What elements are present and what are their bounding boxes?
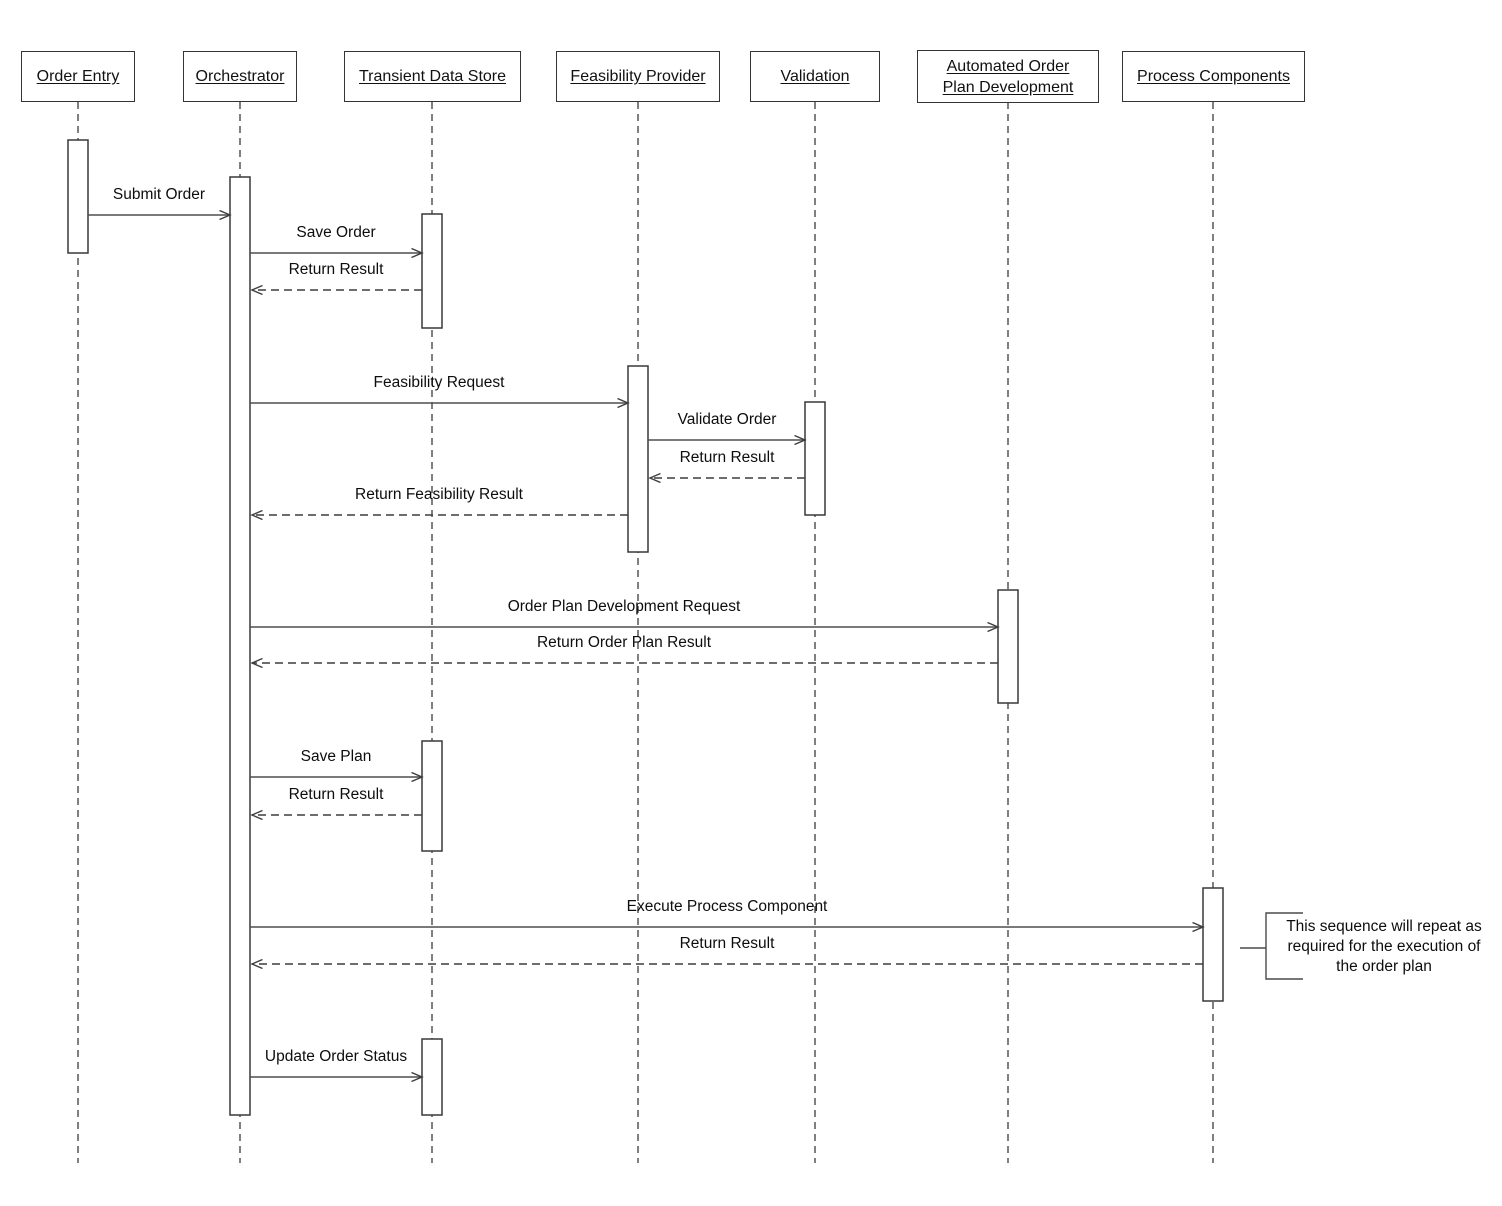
message-label-return-result-validate: Return Result <box>679 449 775 466</box>
activation-validation <box>804 401 826 516</box>
message-label-save-order: Save Order <box>296 224 376 241</box>
actor-label-transient-data-store: Transient Data Store <box>358 68 507 85</box>
annotation-line-1: This sequence will repeat as <box>1286 918 1482 935</box>
message-label-feasibility-request: Feasibility Request <box>373 374 505 391</box>
actor-label-validation: Validation <box>780 68 850 85</box>
activation-order-entry <box>67 139 89 254</box>
actor-box-feasibility-provider: Feasibility Provider <box>556 51 720 102</box>
message-label-execute-process-component: Execute Process Component <box>626 898 828 915</box>
message-label-return-result-execute: Return Result <box>679 935 775 952</box>
message-label-return-feasibility-result: Return Feasibility Result <box>355 486 523 503</box>
actor-label-order-entry: Order Entry <box>36 68 120 85</box>
message-arrows <box>88 215 1203 1077</box>
annotation-bracket <box>1240 912 1303 980</box>
message-label-update-order-status: Update Order Status <box>264 1048 408 1065</box>
message-label-save-plan: Save Plan <box>300 748 372 765</box>
annotation-bracket-shape <box>1265 912 1303 980</box>
activation-process-components <box>1202 887 1224 1002</box>
annotation-line-2: required for the execution of <box>1287 938 1481 955</box>
message-label-submit-order: Submit Order <box>112 186 206 203</box>
activation-orchestrator <box>229 176 251 1116</box>
message-label-order-plan-development-request: Order Plan Development Request <box>507 598 741 615</box>
activation-transient-data-store-3 <box>421 1038 443 1116</box>
actor-label-process-components: Process Components <box>1137 68 1290 85</box>
actor-box-validation: Validation <box>750 51 880 102</box>
activation-bars <box>67 139 1224 1116</box>
actor-label-automated-order-line2: Plan Development <box>942 78 1074 96</box>
annotation-line-3: the order plan <box>1336 958 1432 975</box>
activation-automated-order-plan-development <box>997 589 1019 704</box>
activation-feasibility-provider <box>627 365 649 553</box>
message-label-validate-order: Validate Order <box>677 411 777 428</box>
actor-label-feasibility-provider: Feasibility Provider <box>570 68 706 85</box>
message-label-return-order-plan-result: Return Order Plan Result <box>536 634 712 651</box>
actor-label-automated-order-line1: Automated Order <box>946 57 1070 75</box>
activation-transient-data-store-1 <box>421 213 443 329</box>
actor-box-automated-order-plan-development: Automated Order Plan Development <box>917 50 1099 103</box>
actor-box-orchestrator: Orchestrator <box>183 51 297 102</box>
annotation-note: This sequence will repeat as required fo… <box>1271 917 1497 977</box>
activation-transient-data-store-2 <box>421 740 443 852</box>
message-label-return-result-save-order: Return Result <box>288 261 384 278</box>
actor-box-order-entry: Order Entry <box>21 51 135 102</box>
message-label-return-result-save-plan: Return Result <box>288 786 384 803</box>
actor-label-orchestrator: Orchestrator <box>195 68 285 85</box>
actor-box-transient-data-store: Transient Data Store <box>344 51 521 102</box>
actor-box-process-components: Process Components <box>1122 51 1305 102</box>
